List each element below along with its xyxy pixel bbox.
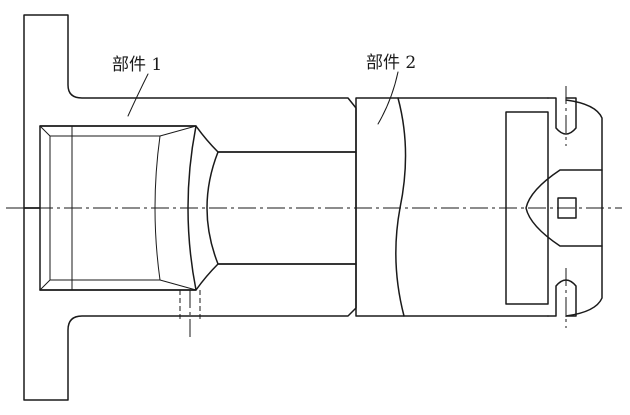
part-2-inner-section	[206, 151, 357, 265]
part-2-collar-section	[355, 97, 407, 317]
upper-groove	[547, 97, 577, 135]
part-2-shaft	[206, 97, 603, 317]
part-2-label: 部件 2	[366, 53, 416, 73]
center-cone	[525, 169, 603, 247]
part-1-label: 部件 1	[112, 55, 162, 75]
part-1-leader	[127, 73, 149, 117]
part-2-body	[397, 97, 549, 317]
part-2-end-cap	[505, 111, 549, 305]
lower-groove	[547, 279, 577, 317]
part-1-upper-section	[23, 14, 357, 209]
part-2-leader	[377, 71, 399, 125]
